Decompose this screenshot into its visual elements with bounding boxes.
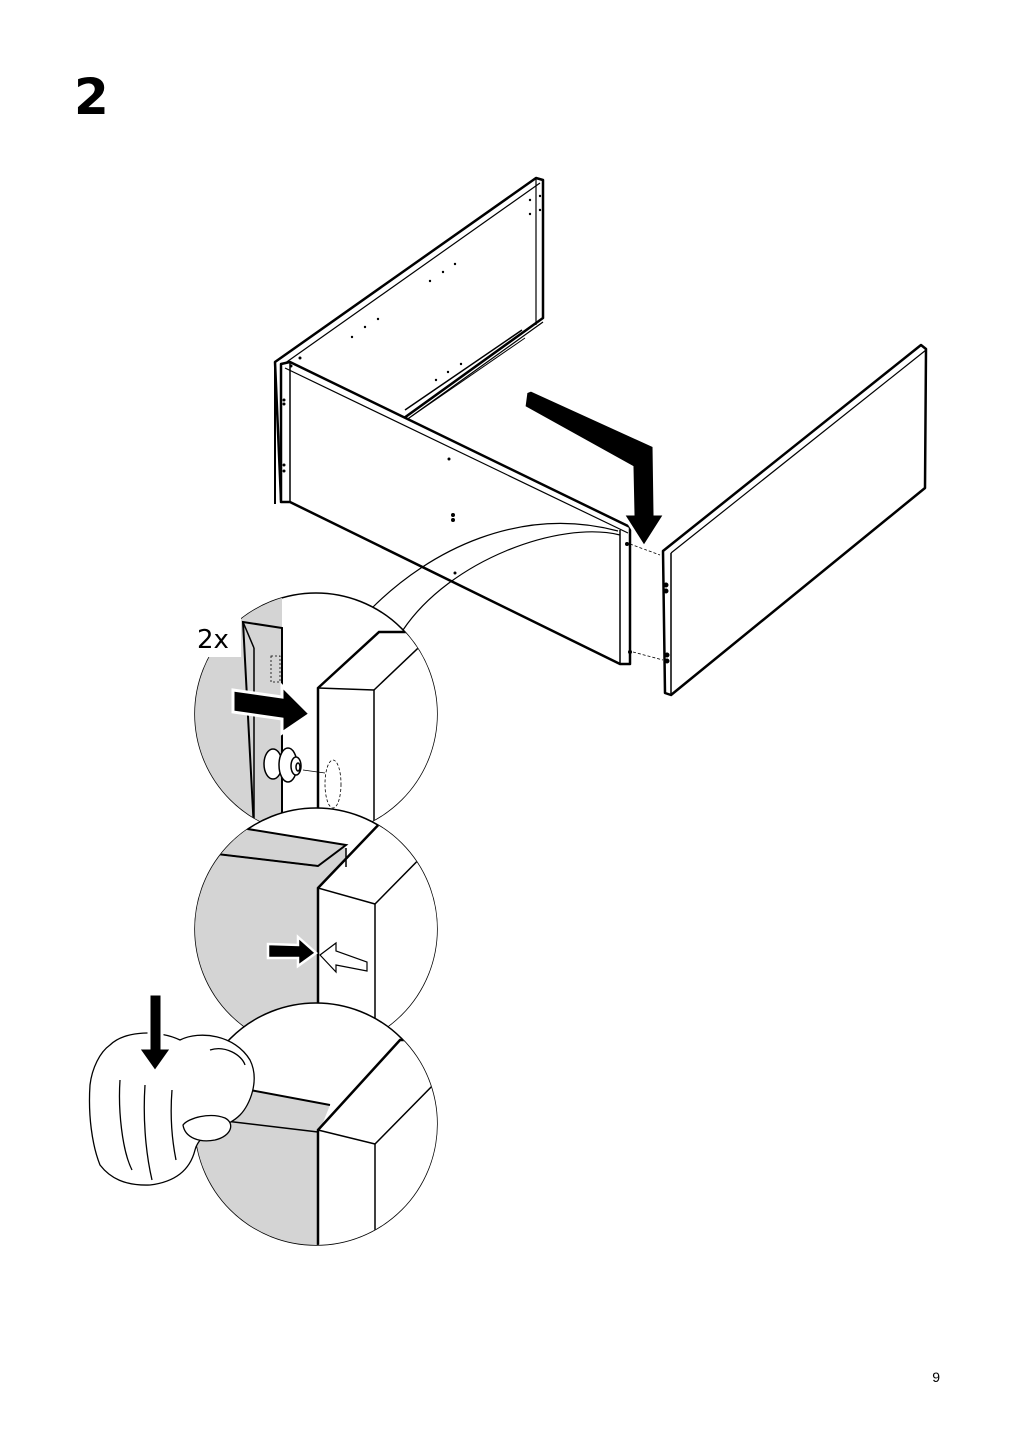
push-arrow-icon (231, 682, 313, 736)
align-arrow-icon (266, 934, 318, 969)
down-arrow-icon (135, 992, 175, 1075)
step-number: 2 (74, 68, 109, 126)
hand-icon (88, 1032, 255, 1186)
callout-lines (371, 522, 621, 631)
cabinet-frame-icon (273, 176, 632, 666)
panel-holes (282, 194, 632, 654)
quantity-label: 2x (197, 625, 229, 655)
detail-circle-dowel: 2x (191, 592, 438, 836)
insert-arrow-icon (522, 388, 668, 550)
align-arrow-outline-icon (319, 941, 368, 974)
dowel-icon (263, 747, 326, 783)
side-panel-icon (629, 343, 928, 697)
page-number: 9 (932, 1369, 940, 1385)
